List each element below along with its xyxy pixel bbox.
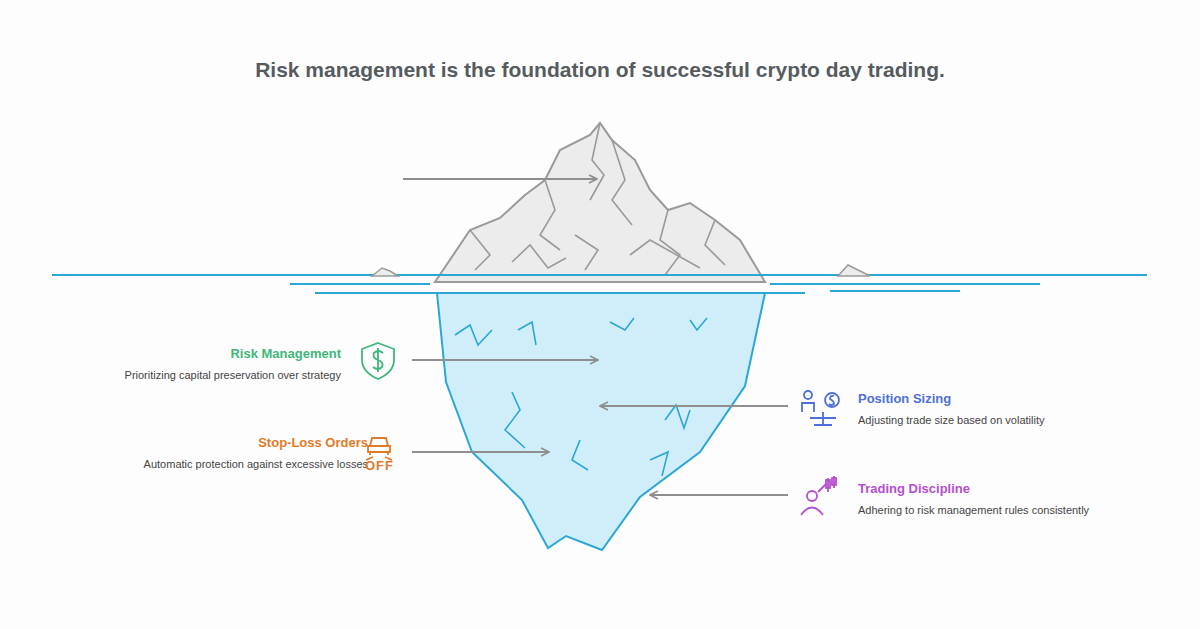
callout-group: Trading DisciplineAdhering to risk manag… xyxy=(858,481,1089,516)
callout-group: Position SizingAdjusting trade size base… xyxy=(858,391,1045,426)
callout-heading: Risk Management xyxy=(125,346,341,361)
callout-description: Adjusting trade size based on volatility xyxy=(858,414,1045,426)
callout-description: Prioritizing capital preservation over s… xyxy=(125,369,341,381)
waterline xyxy=(52,275,1147,293)
callout-heading: Position Sizing xyxy=(858,391,1045,406)
diagram-title: Risk management is the foundation of suc… xyxy=(0,58,1200,82)
icon-label: OFF xyxy=(365,458,394,473)
leader-arrows xyxy=(403,179,788,495)
callout-heading: Trading Discipline xyxy=(858,481,1089,496)
callout-group: Stop-Loss OrdersAutomatic protection aga… xyxy=(144,435,368,470)
callout-description: Adhering to risk management rules consis… xyxy=(858,504,1089,516)
iceberg-underwater xyxy=(437,293,765,550)
iceberg-tip xyxy=(435,123,765,282)
callout-group: Risk ManagementPrioritizing capital pres… xyxy=(125,346,341,381)
callout-description: Automatic protection against excessive l… xyxy=(144,458,368,470)
icons xyxy=(362,343,839,515)
callout-heading: Stop-Loss Orders xyxy=(144,435,368,450)
